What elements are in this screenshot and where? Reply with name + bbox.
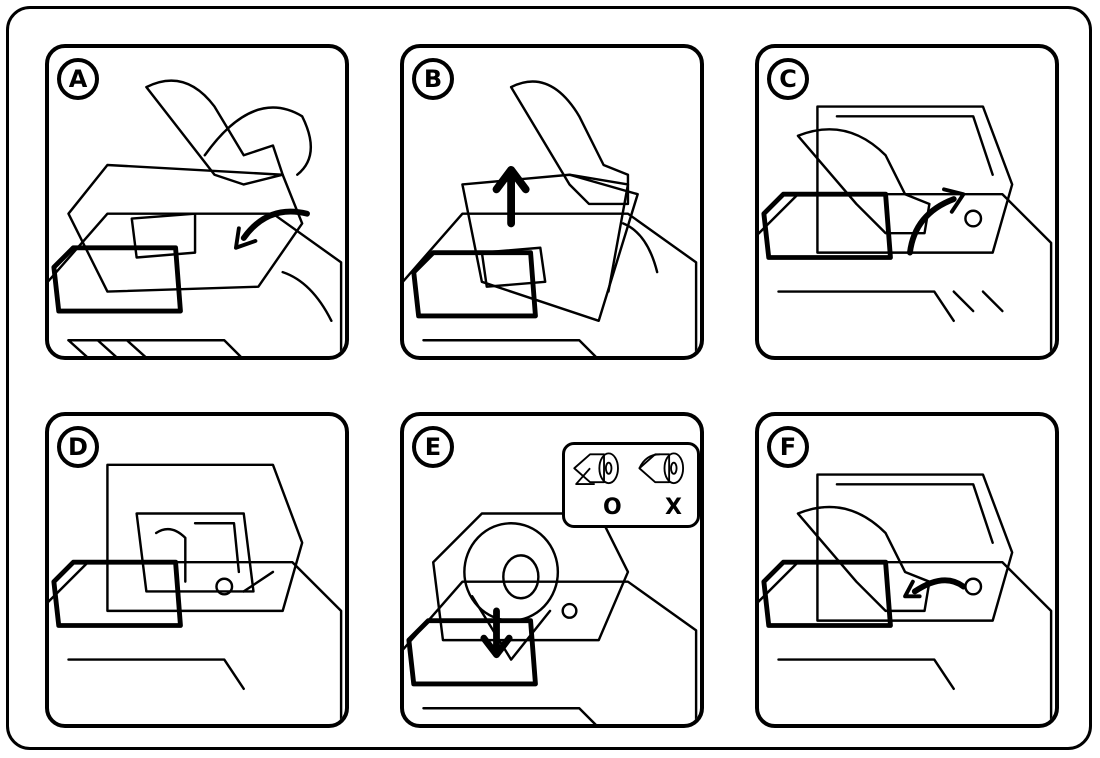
step-badge-d: D (57, 426, 99, 468)
correct-mark: O (603, 497, 622, 519)
step-badge-c: C (767, 58, 809, 100)
register-illustration-a (49, 48, 345, 356)
step-panel-e: E O X (400, 412, 704, 728)
step-badge-a: A (57, 58, 99, 100)
step-badge-b: B (412, 58, 454, 100)
step-panel-b: B (400, 44, 704, 360)
step-badge-e: E (412, 426, 454, 468)
roll-orientation-legend: O X (562, 442, 700, 528)
step-badge-f: F (767, 426, 809, 468)
step-panel-c: C (755, 44, 1059, 360)
register-illustration-d (49, 416, 345, 724)
register-illustration-f (759, 416, 1055, 724)
step-panel-a: A (45, 44, 349, 360)
step-panel-f: F (755, 412, 1059, 728)
wrong-mark: X (665, 497, 682, 519)
step-panel-d: D (45, 412, 349, 728)
register-illustration-b (404, 48, 700, 356)
register-illustration-c (759, 48, 1055, 356)
